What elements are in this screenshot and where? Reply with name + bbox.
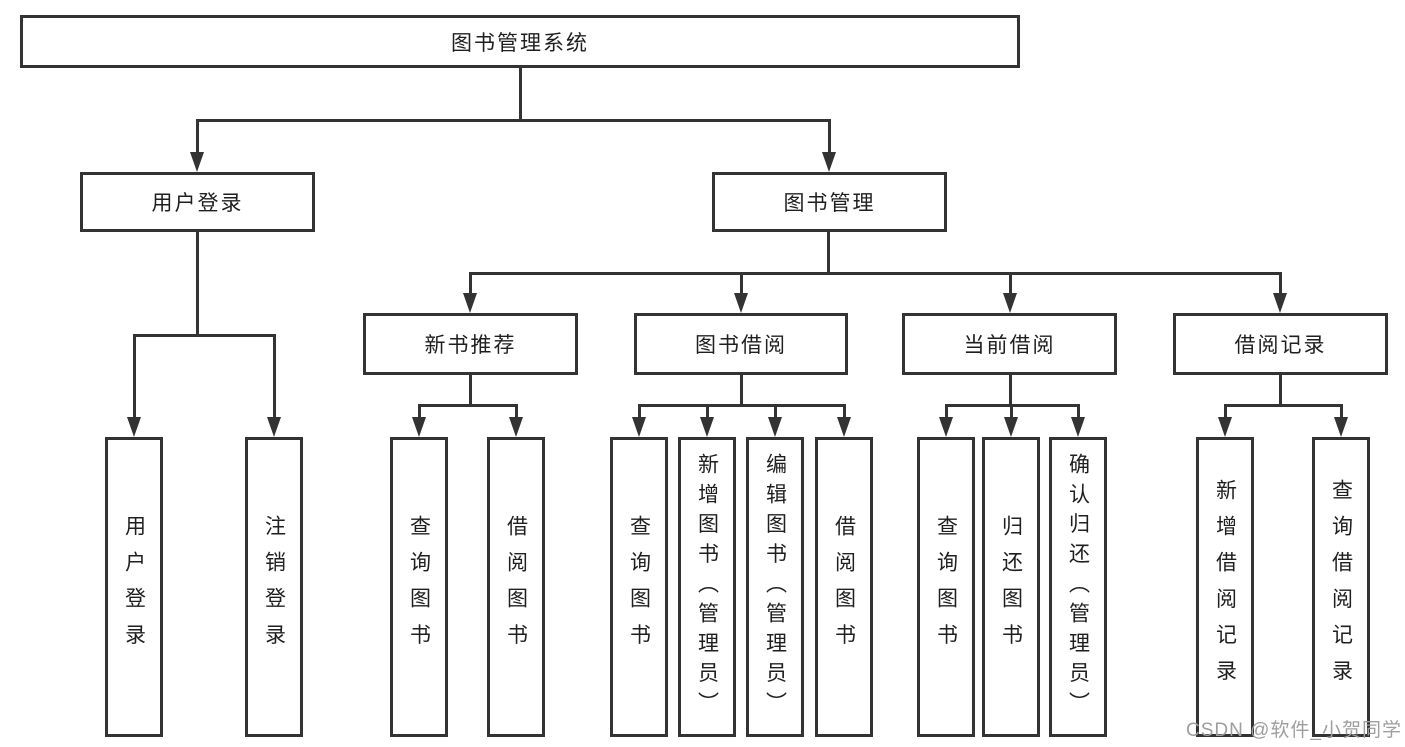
node-label: 新增图书（管理员） bbox=[695, 452, 719, 722]
node-label: 确认归还（管理员） bbox=[1066, 452, 1090, 722]
connector-line bbox=[417, 403, 518, 407]
connector-line bbox=[739, 273, 743, 295]
connector-line bbox=[195, 118, 831, 122]
node-user-login: 用户登录 bbox=[80, 172, 315, 232]
leaf-logout: 注销登录 bbox=[245, 437, 303, 737]
arrow-down-icon bbox=[700, 417, 714, 437]
connector-line bbox=[132, 335, 136, 419]
leaf-borrow-books-recommend: 借阅图书 bbox=[487, 437, 545, 737]
arrow-down-icon bbox=[1334, 417, 1348, 437]
node-label: 新增借阅记录 bbox=[1213, 478, 1237, 696]
connector-line bbox=[1223, 405, 1227, 419]
connector-line bbox=[1008, 273, 1012, 295]
leaf-edit-book-admin: 编辑图书（管理员） bbox=[746, 437, 804, 737]
connector-line bbox=[637, 403, 846, 407]
arrow-down-icon bbox=[1218, 417, 1232, 437]
arrow-down-icon bbox=[768, 417, 782, 437]
arrow-down-icon bbox=[822, 152, 836, 172]
arrow-down-icon bbox=[1003, 293, 1017, 313]
arrow-down-icon bbox=[463, 293, 477, 313]
arrow-down-icon bbox=[1071, 417, 1085, 437]
node-label: 当前借阅 bbox=[963, 334, 1056, 357]
node-label: 借阅图书 bbox=[832, 514, 856, 660]
connector-line bbox=[514, 405, 518, 419]
leaf-user-login: 用户登录 bbox=[105, 437, 163, 737]
arrow-down-icon bbox=[267, 417, 281, 437]
leaf-return-books: 归还图书 bbox=[982, 437, 1040, 737]
node-book-borrow: 图书借阅 bbox=[634, 313, 848, 375]
node-label: 新书推荐 bbox=[424, 334, 517, 357]
arrow-down-icon bbox=[190, 152, 204, 172]
connector-line bbox=[195, 120, 199, 155]
leaf-borrow-books: 借阅图书 bbox=[815, 437, 873, 737]
connector-line bbox=[842, 405, 846, 419]
connector-line bbox=[417, 405, 421, 419]
connector-line bbox=[705, 405, 709, 419]
leaf-query-books-current: 查询图书 bbox=[917, 437, 975, 737]
connector-line bbox=[826, 232, 830, 273]
connector-line bbox=[519, 68, 522, 120]
connector-line bbox=[1009, 405, 1013, 419]
node-new-book-recommend: 新书推荐 bbox=[363, 313, 578, 375]
leaf-add-book-admin: 新增图书（管理员） bbox=[678, 437, 736, 737]
node-label: 注销登录 bbox=[262, 514, 286, 660]
leaf-query-books-borrow: 查询图书 bbox=[610, 437, 668, 737]
leaf-query-borrow-record: 查询借阅记录 bbox=[1312, 437, 1370, 737]
connector-line bbox=[468, 375, 472, 405]
arrow-down-icon bbox=[734, 293, 748, 313]
node-label: 查询图书 bbox=[934, 514, 958, 660]
leaf-confirm-return-admin: 确认归还（管理员） bbox=[1049, 437, 1107, 737]
node-label: 编辑图书（管理员） bbox=[763, 452, 787, 722]
node-label: 借阅记录 bbox=[1234, 334, 1327, 357]
arrow-down-icon bbox=[837, 417, 851, 437]
connector-line bbox=[1278, 273, 1282, 295]
connector-line bbox=[1223, 403, 1343, 407]
csdn-watermark: CSDN @软件_小贺同学 bbox=[1186, 720, 1402, 741]
connector-line bbox=[773, 405, 777, 419]
arrow-down-icon bbox=[412, 417, 426, 437]
node-label: 图书借阅 bbox=[695, 334, 787, 357]
leaf-query-books-recommend: 查询图书 bbox=[390, 437, 448, 737]
node-root: 图书管理系统 bbox=[20, 15, 1020, 68]
connector-line bbox=[468, 271, 1282, 275]
connector-line bbox=[468, 273, 472, 295]
arrow-down-icon bbox=[1004, 417, 1018, 437]
node-label: 查询图书 bbox=[407, 514, 431, 660]
arrow-down-icon bbox=[509, 417, 523, 437]
node-label: 查询借阅记录 bbox=[1329, 478, 1353, 696]
node-current-borrow: 当前借阅 bbox=[902, 313, 1117, 375]
node-label: 归还图书 bbox=[999, 514, 1023, 660]
arrow-down-icon bbox=[939, 417, 953, 437]
connector-line bbox=[1008, 375, 1012, 405]
connector-line bbox=[1339, 405, 1343, 419]
connector-line bbox=[944, 405, 948, 419]
node-book-management: 图书管理 bbox=[712, 172, 947, 232]
node-label: 图书管理系统 bbox=[451, 31, 589, 55]
connector-line bbox=[827, 120, 831, 155]
connector-line bbox=[132, 333, 276, 337]
node-label: 用户登录 bbox=[122, 514, 146, 660]
node-label: 借阅图书 bbox=[504, 514, 528, 660]
connector-line bbox=[637, 405, 641, 419]
connector-line bbox=[195, 232, 199, 335]
arrow-down-icon bbox=[1273, 293, 1287, 313]
connector-line bbox=[272, 335, 276, 419]
arrow-down-icon bbox=[127, 417, 141, 437]
leaf-add-borrow-record: 新增借阅记录 bbox=[1196, 437, 1254, 737]
connector-line bbox=[1076, 405, 1080, 419]
connector-line bbox=[1278, 375, 1282, 405]
node-label: 用户登录 bbox=[151, 192, 244, 215]
node-label: 查询图书 bbox=[627, 514, 651, 660]
arrow-down-icon bbox=[632, 417, 646, 437]
node-borrow-records: 借阅记录 bbox=[1173, 313, 1388, 375]
node-label: 图书管理 bbox=[783, 192, 876, 215]
connector-line bbox=[739, 375, 743, 405]
